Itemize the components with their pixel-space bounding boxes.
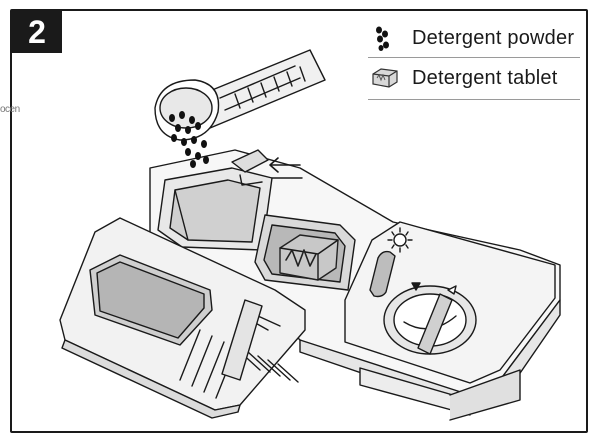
legend-tablet: Detergent tablet	[370, 64, 558, 92]
dial-knob	[417, 293, 453, 355]
legend-divider	[368, 99, 580, 100]
falling-powder	[169, 111, 209, 168]
legend-divider	[368, 57, 580, 58]
diagram-frame	[10, 9, 588, 433]
legend-tablet-label: Detergent tablet	[412, 66, 558, 89]
cropped-edge-text: ocen	[0, 104, 20, 115]
push-arrow-icon	[269, 157, 301, 173]
legend-powder-label: Detergent powder	[412, 26, 575, 49]
sun-icon	[387, 227, 413, 253]
dial-marker-left	[411, 282, 421, 291]
tablet-in-compartment	[279, 234, 339, 281]
lid-latch	[231, 149, 269, 173]
powder-drops-icon	[370, 24, 398, 52]
tablet-icon	[370, 64, 398, 92]
dial-marker-right	[447, 285, 457, 295]
step-number-badge: 2	[12, 11, 62, 53]
rinse-aid-indicator	[369, 250, 396, 298]
legend-powder: Detergent powder	[370, 24, 574, 52]
